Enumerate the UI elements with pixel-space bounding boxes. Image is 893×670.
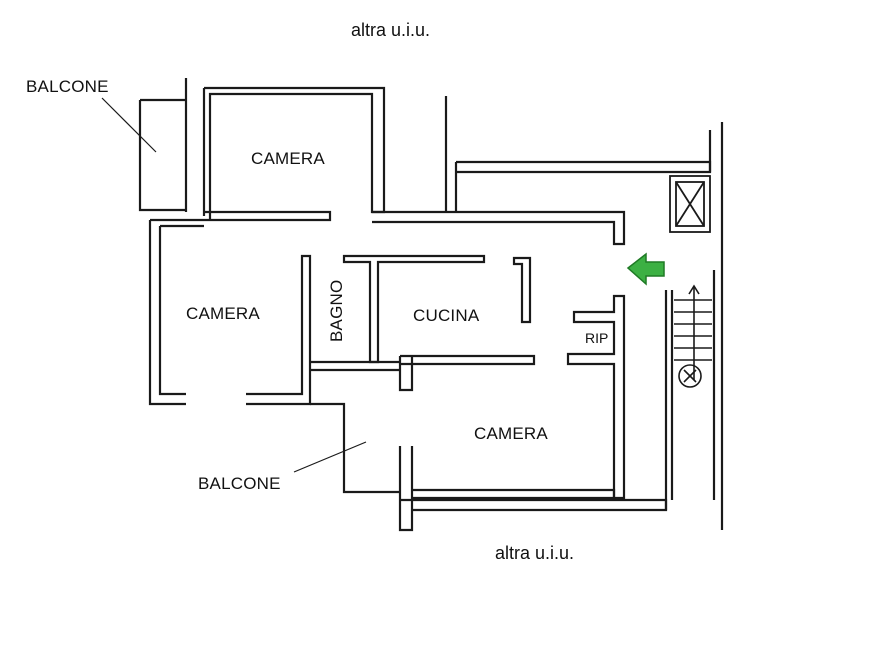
room-label-bagno: BAGNO bbox=[327, 279, 346, 342]
wall-cucina-bottom bbox=[400, 354, 536, 366]
room-label-camera-left: CAMERA bbox=[186, 304, 260, 323]
wall-rip bbox=[566, 294, 626, 500]
wall-building-bottom bbox=[400, 498, 668, 512]
elevator-shaft-icon bbox=[669, 175, 711, 233]
wall-camera-left bbox=[148, 220, 312, 406]
wall-bagno-bottom bbox=[310, 360, 400, 372]
wall-inner-top bbox=[204, 210, 332, 222]
wall-corridor-right bbox=[444, 96, 458, 212]
leader-balcone-top bbox=[101, 97, 157, 153]
walls bbox=[138, 78, 724, 532]
room-label-camera-top: CAMERA bbox=[251, 149, 325, 168]
wall-balcone-top bbox=[138, 98, 186, 212]
wall-stair-outer bbox=[708, 122, 724, 530]
wall-corridor-top bbox=[372, 210, 626, 246]
balcone-label-top: BALCONE bbox=[26, 77, 109, 96]
entrance-arrow-icon bbox=[626, 252, 665, 286]
neighbor-label-top: altra u.i.u. bbox=[351, 20, 431, 40]
leader-balcone-bottom bbox=[293, 441, 367, 473]
room-label-camera-bottom: CAMERA bbox=[474, 424, 548, 443]
wall-cucina-right bbox=[512, 256, 532, 324]
room-label-rip: RIP bbox=[585, 330, 609, 346]
wall-camera-top-left bbox=[184, 78, 206, 216]
wall-camera-bottom bbox=[398, 356, 616, 532]
balcone-label-bottom: BALCONE bbox=[198, 474, 281, 493]
wall-stair-left bbox=[664, 290, 674, 510]
wall-camera-left-top bbox=[150, 218, 204, 228]
wall-balcone-bottom bbox=[310, 402, 400, 494]
room-label-cucina: CUCINA bbox=[413, 306, 480, 325]
leader-lines bbox=[101, 97, 367, 473]
stairs-icon bbox=[674, 284, 712, 388]
wall-landing-top bbox=[456, 160, 712, 174]
neighbor-label-bottom: altra u.i.u. bbox=[495, 543, 575, 563]
